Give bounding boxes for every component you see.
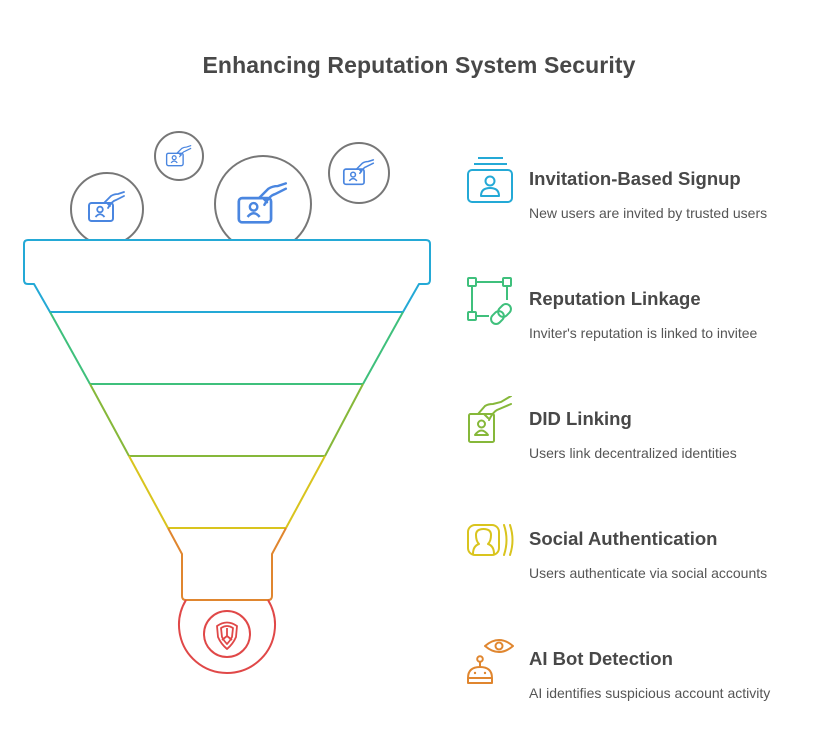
list-item-social-authentication: Social Authentication Users authenticate… [465,516,825,596]
input-bubble [70,172,144,246]
item-heading: Social Authentication [529,528,718,549]
list-item-did-linking: DID Linking Users link decentralized ide… [465,396,825,476]
list-item-invitation-signup: Invitation-Based Signup New users are in… [465,156,825,236]
item-description: AI identifies suspicious account activit… [529,685,771,701]
user-profile-broadcast-icon [467,524,514,556]
shield-icon [216,621,238,650]
robot-eye-icon [467,639,514,684]
item-heading: DID Linking [529,408,632,429]
input-bubble [154,131,204,181]
hand-with-id-badge-icon [468,396,512,443]
list-item-ai-bot-detection: AI Bot Detection AI identifies suspiciou… [465,636,825,716]
list-item-reputation-linkage: Reputation Linkage Inviter's reputation … [465,276,825,356]
funnel-stage-1 [23,239,431,313]
output-circle [178,599,276,674]
funnel-stage-5 [167,527,287,601]
item-heading: AI Bot Detection [529,648,673,669]
item-description: Inviter's reputation is linked to invite… [529,325,758,341]
item-heading: Reputation Linkage [529,288,701,309]
item-description: New users are invited by trusted users [529,205,768,221]
input-bubble [328,142,390,204]
id-card-stack-icon [467,157,513,203]
item-description: Users link decentralized identities [529,445,737,461]
item-heading: Invitation-Based Signup [529,168,741,189]
input-bubble [214,155,312,253]
diagram-title: Enhancing Reputation System Security [202,52,636,78]
item-description: Users authenticate via social accounts [529,565,768,581]
linked-nodes-icon [467,277,512,325]
